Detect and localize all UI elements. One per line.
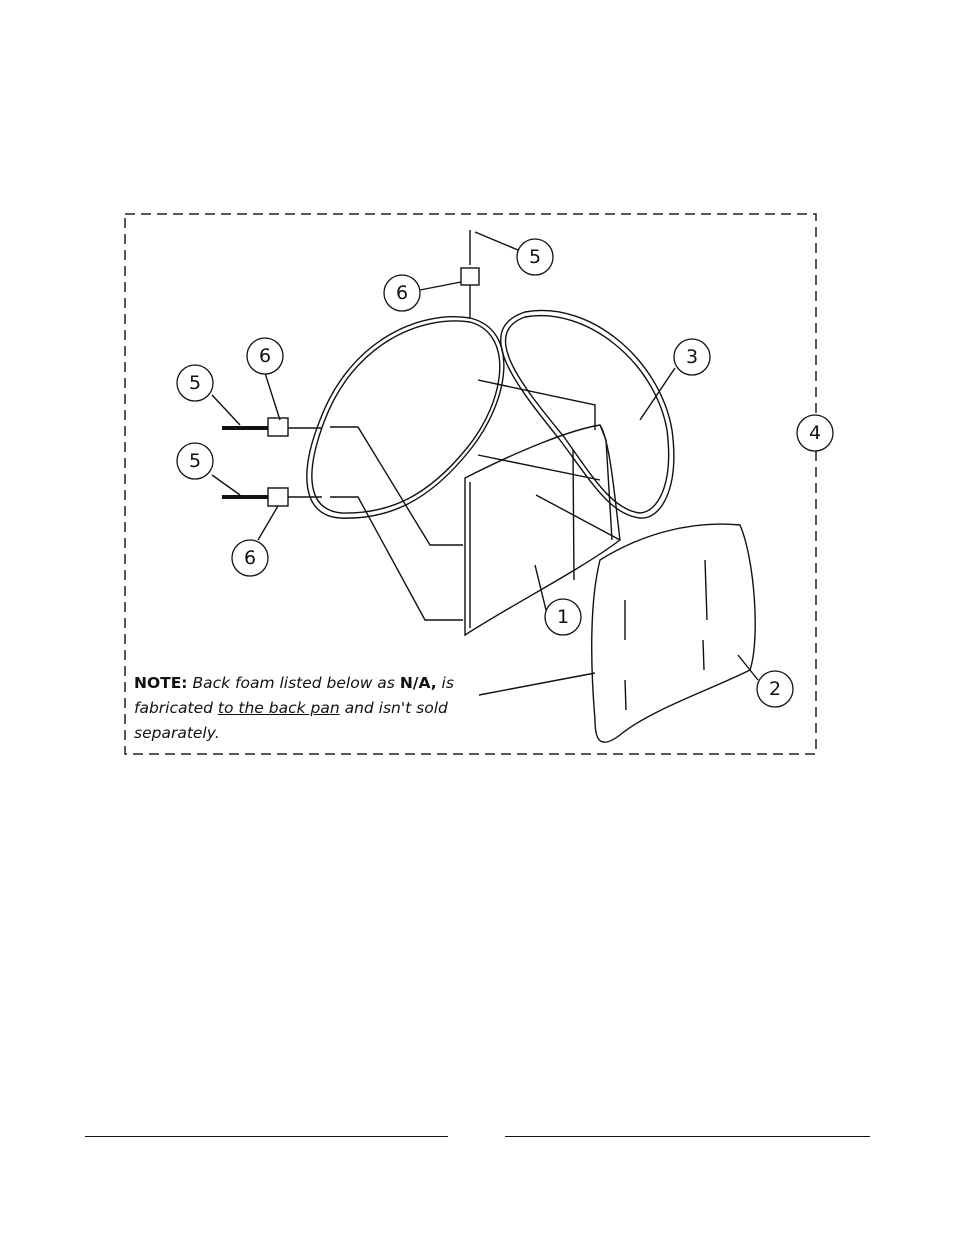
svg-text:1: 1 xyxy=(557,606,569,628)
bracket-left-lower xyxy=(267,487,289,507)
note-na: N/A, xyxy=(399,674,437,692)
note-label: NOTE: xyxy=(134,674,188,692)
back-foam xyxy=(591,523,756,743)
note-text: Back foam listed below as xyxy=(187,674,400,692)
svg-text:6: 6 xyxy=(259,345,271,367)
screws-left xyxy=(222,426,268,499)
svg-text:5: 5 xyxy=(529,246,541,268)
callout-5-top: 5 xyxy=(516,238,554,276)
callout-1: 1 xyxy=(544,598,582,636)
svg-text:4: 4 xyxy=(809,422,821,444)
back-pan xyxy=(464,424,621,637)
signature-line-left xyxy=(85,1136,448,1137)
svg-text:5: 5 xyxy=(189,372,201,394)
callout-6-top: 6 xyxy=(383,274,421,312)
note-underlined: to the back pan xyxy=(217,699,340,717)
foam-note: NOTE: Back foam listed below as N/A, is … xyxy=(134,671,479,746)
callout-5-left-lower: 5 xyxy=(176,442,214,480)
note-text: and isn't sold separately. xyxy=(134,699,448,742)
callout-5-left-upper: 5 xyxy=(176,364,214,402)
back-shell-right xyxy=(500,309,675,519)
callout-6-left-upper: 6 xyxy=(246,337,284,375)
svg-text:5: 5 xyxy=(189,450,201,472)
back-shell-left xyxy=(306,316,505,519)
note-text: is fabricated xyxy=(134,674,454,717)
svg-text:6: 6 xyxy=(396,282,408,304)
svg-text:6: 6 xyxy=(244,547,256,569)
callout-6-left-lower: 6 xyxy=(231,539,269,577)
signature-line-right xyxy=(505,1136,870,1137)
svg-text:3: 3 xyxy=(686,346,698,368)
bracket-top xyxy=(460,267,480,286)
bracket-left-upper xyxy=(267,417,289,437)
callout-3: 3 xyxy=(673,338,711,376)
assembly-boundary xyxy=(124,213,817,755)
callout-4: 4 xyxy=(796,414,834,452)
callout-2: 2 xyxy=(756,670,794,708)
svg-text:2: 2 xyxy=(769,678,781,700)
